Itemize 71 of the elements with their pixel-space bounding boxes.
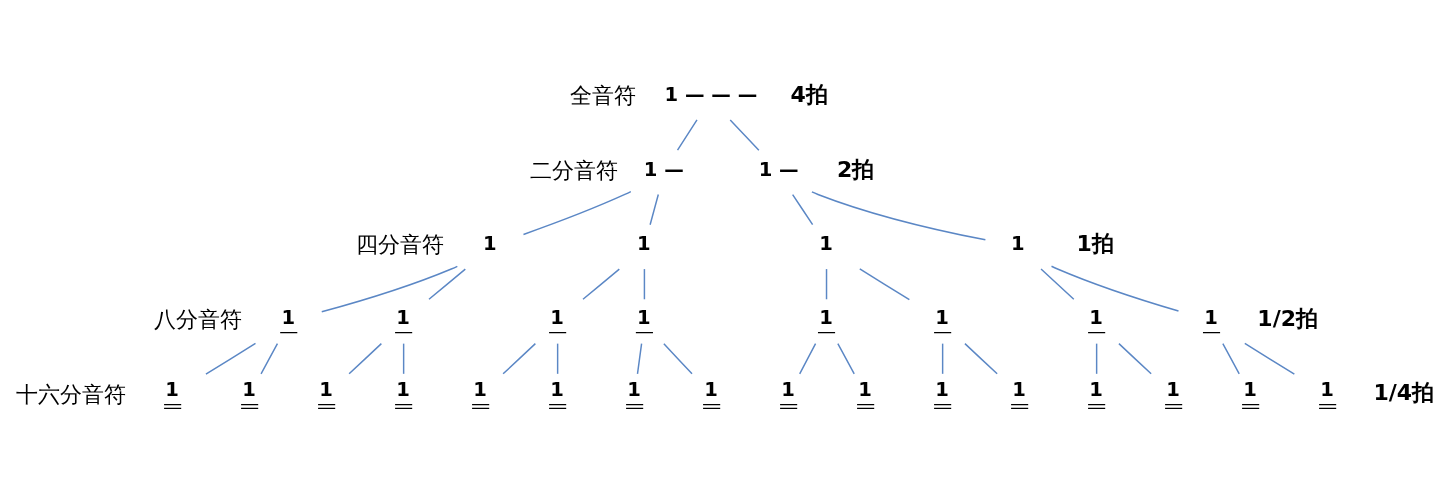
connector (502, 342, 537, 375)
node-text: 1 — (758, 157, 799, 181)
node-label: 1 (1089, 305, 1103, 329)
node-label: 1 (242, 377, 256, 401)
connector (798, 342, 817, 375)
node-label: 1 (935, 305, 949, 329)
label: 十六分音符 (16, 380, 127, 406)
connector (402, 342, 405, 375)
label: 四分音符 (355, 231, 444, 257)
node-text: 1 — — — (664, 82, 758, 106)
node-label: 1 (858, 377, 872, 401)
connector (205, 342, 257, 375)
connector (348, 342, 383, 375)
label: 全音符 (569, 82, 636, 108)
connector (1050, 265, 1180, 312)
label: 八分音符 (154, 306, 243, 332)
connector (428, 267, 467, 300)
connector (649, 193, 660, 225)
connector (964, 342, 998, 375)
node-label: 1 (1320, 377, 1334, 401)
node-label: 1 (704, 377, 718, 401)
node-label: 1 (819, 305, 833, 329)
connector (791, 193, 814, 225)
node-label: 1 (281, 305, 296, 329)
node-label: 1 (627, 377, 641, 401)
node-label: 1 (1243, 377, 1257, 401)
connector (825, 267, 828, 300)
connector (1222, 342, 1240, 375)
node-label: 1 (396, 305, 410, 329)
node-label: 1 (165, 377, 179, 401)
node-label: 1 (550, 305, 564, 329)
connector (837, 342, 855, 375)
connector (859, 267, 911, 300)
node-label: 1 (1089, 377, 1103, 401)
node-label: 1 (1012, 377, 1026, 401)
connector (729, 118, 760, 151)
connector (582, 267, 621, 300)
node-text: 1 (637, 231, 651, 255)
node-label: 1 (319, 377, 333, 401)
connector (1118, 342, 1152, 375)
connector (1095, 342, 1098, 375)
connector (321, 265, 459, 313)
connector (663, 342, 693, 375)
node-text: 1 (483, 231, 497, 255)
connector (1244, 342, 1296, 375)
connector (941, 342, 944, 375)
connector (260, 342, 279, 375)
node-label: 1 (1166, 377, 1180, 401)
connector (811, 190, 987, 241)
node-label: 1 (637, 305, 651, 329)
node-label: 1 (473, 377, 487, 401)
node-label: 1 (935, 377, 949, 401)
connector (1040, 267, 1075, 300)
label: 1拍 (1076, 230, 1114, 256)
label: 2拍 (836, 156, 875, 182)
label: 1/2拍 (1257, 305, 1319, 331)
connector (643, 267, 646, 300)
node-label: 1 (396, 377, 410, 401)
node-text: 1 (1011, 231, 1025, 255)
connector (636, 342, 643, 375)
label: 4拍 (790, 81, 828, 107)
label: 1/4拍 (1373, 379, 1435, 405)
node-label: 1 (781, 377, 795, 401)
connector (522, 190, 632, 235)
node-text: 1 — (643, 157, 684, 181)
label: 二分音符 (529, 157, 618, 183)
node-label: 1 (1204, 305, 1218, 329)
connector (676, 118, 698, 151)
connector (556, 342, 559, 375)
node-label: 1 (550, 377, 564, 401)
node-text: 1 (819, 231, 833, 255)
